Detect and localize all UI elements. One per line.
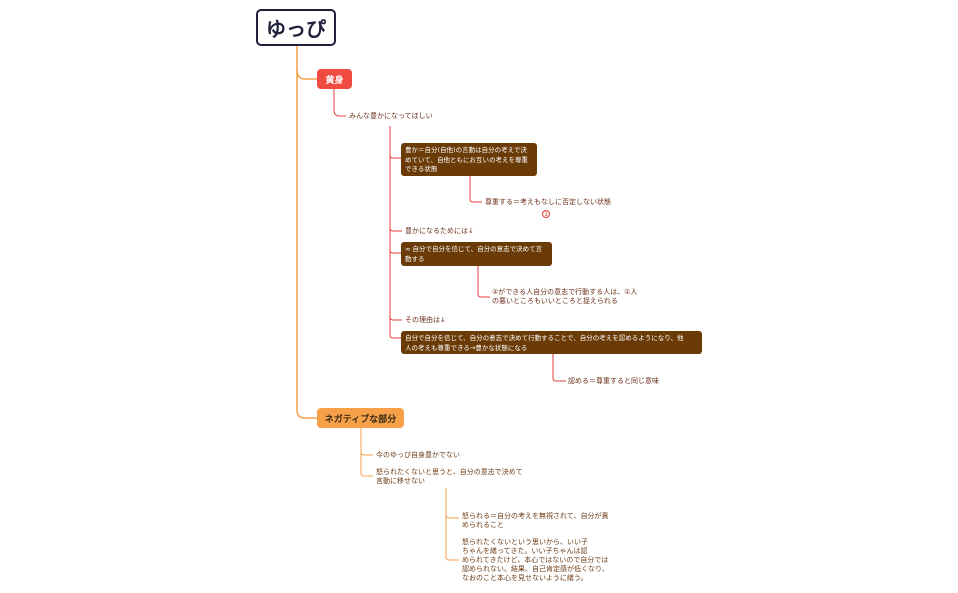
node-dekiru-hito[interactable]: ②ができる人自分の意志で行動する人は、①人 の悪いところもいいところと捉えられる bbox=[492, 288, 638, 305]
node-okorareru-definition[interactable]: 怒られる＝自分の考えを無視されて、自分が責 められること bbox=[462, 512, 609, 529]
root-node[interactable]: ゆっぴ bbox=[256, 9, 336, 46]
node-minna-yutaka[interactable]: みんな豊かになってほしい bbox=[349, 112, 433, 120]
node-iiko-chan[interactable]: 怒られたくないという思いから、いい子 ちゃんを繕ってきた。いい子ちゃんは認 めら… bbox=[462, 538, 609, 582]
node-sono-riyuu[interactable]: その理由は↓ bbox=[405, 316, 446, 324]
node-jibun-shinjite[interactable]: ∞ 自分で自分を信じて、自分の意志で決めて言 動する bbox=[401, 242, 552, 266]
node-okoraretakunai[interactable]: 怒られたくないと思うと、自分の意志で決めて 言動に移せない bbox=[376, 468, 523, 485]
topic-kimi[interactable]: 黄身 bbox=[317, 69, 352, 89]
node-jibun-kimete-koudou[interactable]: 自分で自分を信じて、自分の意志で決めて行動することで、自分の考えを認めるようにな… bbox=[401, 331, 702, 354]
node-ima-yuppi[interactable]: 今のゆっぴ自身豊かでない bbox=[376, 451, 460, 459]
node-sonchou[interactable]: 尊重する＝考えもなしに否定しない状態 bbox=[485, 198, 611, 206]
node-mitomeru[interactable]: 認める＝尊重すると同じ意味 bbox=[568, 377, 659, 385]
topic-negative[interactable]: ネガティブな部分 bbox=[317, 408, 404, 428]
node-yutaka-tameni[interactable]: 豊かになるためには↓ bbox=[405, 227, 474, 235]
node-yutaka-definition[interactable]: 豊か＝自分(自他)の言動は自分の考えで決 めていて、自他ともにお互いの考えを尊重… bbox=[401, 143, 537, 176]
number-marker-icon: 1 bbox=[542, 210, 550, 218]
